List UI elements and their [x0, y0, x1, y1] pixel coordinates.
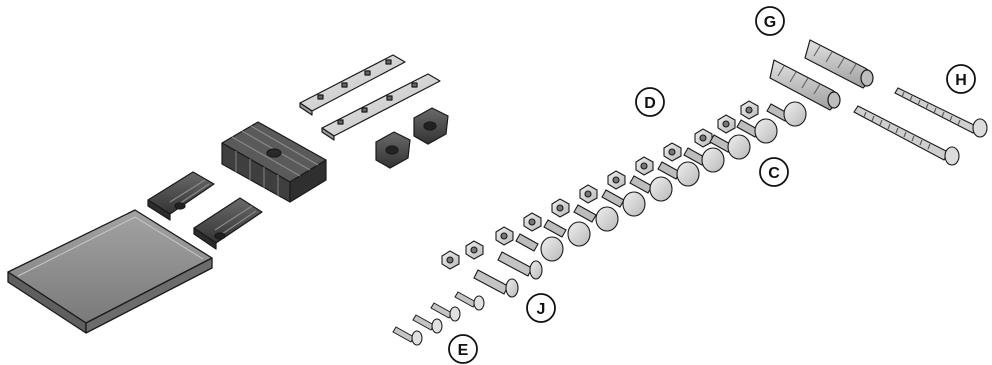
- nuts-d: [441, 100, 759, 270]
- bolt: [497, 251, 543, 280]
- nut: [441, 250, 460, 270]
- bolt: [766, 101, 807, 127]
- callout-e: E: [448, 334, 478, 364]
- bolt: [683, 147, 725, 173]
- callout-g: G: [755, 6, 785, 36]
- bolt: [473, 269, 519, 298]
- nut: [465, 240, 484, 260]
- bolt: [543, 219, 591, 247]
- wood-screw-1: [894, 87, 988, 138]
- bolts-c: [515, 101, 807, 262]
- screw: [412, 314, 443, 334]
- bolt: [629, 175, 673, 202]
- bolt: [657, 161, 700, 187]
- clip-1: [375, 131, 411, 169]
- bolt: [736, 118, 778, 144]
- callout-d-label: D: [644, 95, 656, 112]
- screws-e: [392, 291, 485, 346]
- nut: [495, 226, 514, 246]
- base-plate: [7, 209, 213, 334]
- screw: [454, 291, 485, 311]
- bolt: [515, 233, 564, 262]
- nut: [635, 156, 654, 176]
- screw: [430, 302, 461, 322]
- callout-c: C: [759, 157, 789, 187]
- bolt: [573, 204, 619, 232]
- nut: [579, 184, 598, 204]
- wood-screw-2: [853, 105, 960, 166]
- nut: [523, 212, 542, 232]
- nut: [740, 100, 759, 120]
- callout-e-label: E: [458, 342, 469, 359]
- callout-j-label: J: [537, 301, 546, 318]
- bolts-j: [473, 251, 543, 298]
- callout-j: J: [526, 293, 556, 323]
- nut: [717, 114, 736, 134]
- callout-g-label: G: [764, 14, 776, 31]
- nut: [663, 142, 682, 162]
- metal-strip-1: [299, 54, 406, 116]
- clip-2: [413, 107, 449, 145]
- wall-plug-2: [769, 59, 841, 111]
- screw: [392, 326, 423, 346]
- metal-strip-2: [321, 73, 441, 141]
- callout-c-label: C: [768, 165, 780, 182]
- bolt: [709, 134, 751, 160]
- wall-plug-1: [804, 39, 874, 89]
- nut: [607, 170, 626, 190]
- callout-d: D: [635, 87, 665, 117]
- nut: [551, 198, 570, 218]
- rubber-pad-2: [193, 197, 263, 250]
- nut: [694, 128, 713, 148]
- bolt: [601, 189, 646, 217]
- callout-h-label: H: [955, 72, 967, 89]
- ribbed-block: [221, 121, 327, 203]
- callout-h: H: [946, 64, 976, 94]
- rubber-pad-1: [147, 171, 215, 221]
